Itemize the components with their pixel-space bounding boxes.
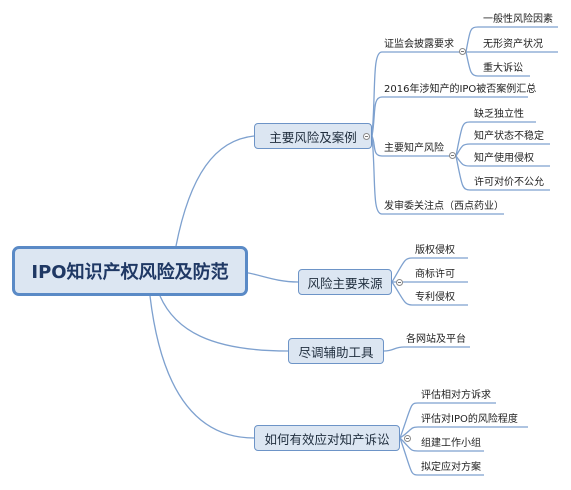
leaf-evaluate-ipo-risk[interactable]: 评估对IPO的风险程度 bbox=[421, 414, 518, 425]
leaf-copyright[interactable]: 版权侵权 bbox=[415, 245, 455, 256]
leaf-lack-independence[interactable]: 缺乏独立性 bbox=[474, 109, 524, 120]
branch-main-risks[interactable]: 主要风险及案例 bbox=[254, 123, 372, 149]
subtopic-csrc-disclosure[interactable]: 证监会披露要求 bbox=[384, 39, 454, 50]
root-topic[interactable]: IPO知识产权风险及防范 bbox=[12, 246, 248, 296]
leaf-patent[interactable]: 专利侵权 bbox=[415, 292, 455, 303]
leaf-websites[interactable]: 各网站及平台 bbox=[406, 334, 466, 345]
branch-dd-tools[interactable]: 尽调辅助工具 bbox=[288, 338, 384, 364]
link-s3-c4 bbox=[455, 155, 550, 191]
link-b1-s1 bbox=[371, 51, 466, 137]
link-b4-c1 bbox=[399, 402, 496, 439]
link-s1-c1 bbox=[465, 26, 558, 53]
subtopic-review-focus[interactable]: 发审委关注点（西点药业） bbox=[384, 201, 504, 212]
link-s3-c1 bbox=[455, 121, 536, 157]
leaf-general-risk[interactable]: 一般性风险因素 bbox=[483, 14, 553, 25]
link-b1-s3 bbox=[371, 135, 456, 157]
subtopic-2016-cases[interactable]: 2016年涉知产的IPO被否案例汇总 bbox=[384, 84, 537, 95]
collapse-icon[interactable] bbox=[363, 133, 370, 140]
link-s1-c3 bbox=[465, 51, 530, 77]
leaf-response-plan[interactable]: 拟定应对方案 bbox=[421, 462, 481, 473]
link-b1-s4 bbox=[371, 135, 504, 215]
leaf-trademark[interactable]: 商标许可 bbox=[415, 269, 455, 280]
leaf-evaluate-claims[interactable]: 评估相对方诉求 bbox=[421, 390, 491, 401]
link-b2-c1 bbox=[391, 257, 468, 283]
link-b1-s2 bbox=[371, 96, 528, 137]
link-root-b4 bbox=[149, 295, 255, 439]
link-b4-c2 bbox=[399, 426, 528, 439]
branch-risk-sources[interactable]: 风险主要来源 bbox=[298, 269, 392, 295]
leaf-major-litigation[interactable]: 重大诉讼 bbox=[483, 63, 523, 74]
leaf-unfair-license[interactable]: 许可对价不公允 bbox=[474, 177, 544, 188]
link-root-b1 bbox=[175, 135, 255, 247]
collapse-icon[interactable] bbox=[449, 152, 456, 159]
leaf-ip-unstable[interactable]: 知产状态不稳定 bbox=[474, 131, 544, 142]
collapse-icon[interactable] bbox=[404, 435, 411, 442]
link-b2-c3 bbox=[391, 281, 468, 306]
branch-litigation-response[interactable]: 如何有效应对知产诉讼 bbox=[254, 425, 400, 451]
subtopic-main-ip-risks[interactable]: 主要知产风险 bbox=[384, 143, 444, 154]
link-s3-c3 bbox=[455, 155, 550, 167]
leaf-working-group[interactable]: 组建工作小组 bbox=[421, 438, 481, 449]
leaf-intangible-assets[interactable]: 无形资产状况 bbox=[483, 39, 543, 50]
link-s3-c2 bbox=[455, 143, 550, 157]
link-b4-c4 bbox=[399, 437, 484, 476]
link-b3-c1 bbox=[383, 346, 470, 352]
collapse-icon[interactable] bbox=[396, 279, 403, 286]
link-root-b3 bbox=[159, 295, 289, 352]
leaf-ip-infringement[interactable]: 知产使用侵权 bbox=[474, 153, 534, 164]
link-b4-c3 bbox=[399, 437, 484, 452]
collapse-icon[interactable] bbox=[459, 48, 466, 55]
